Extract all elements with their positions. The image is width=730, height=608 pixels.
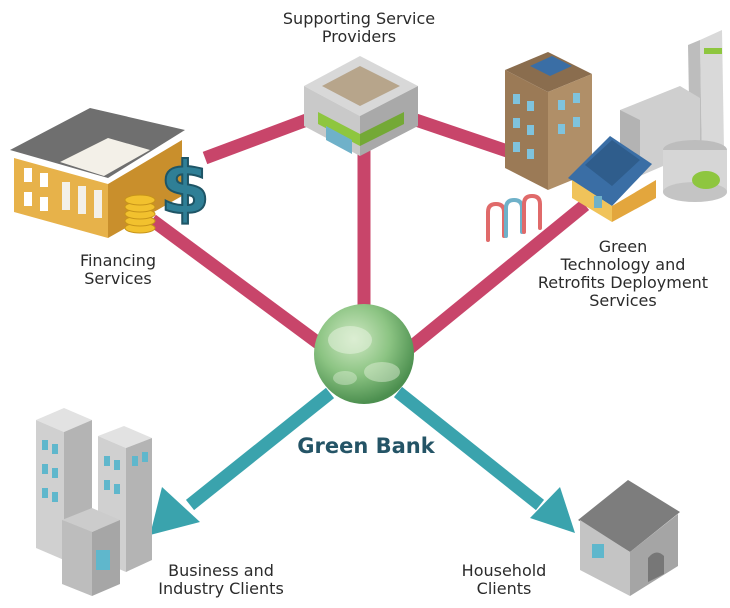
arrow-head-household: [530, 487, 575, 533]
connector-financing-supporting: [202, 111, 315, 165]
coin-stack-icon: [124, 194, 156, 234]
heat-pipe-icon: [486, 193, 542, 242]
arrow-shaft-business: [185, 387, 335, 511]
connector-greentech-center: [400, 199, 590, 358]
supporting-label-line-1: Supporting Service: [282, 9, 436, 28]
green-bank-label: Green Bank: [297, 434, 435, 458]
greentech-label-line-4: Services: [589, 291, 657, 310]
arrows: [150, 386, 575, 535]
connector-financing-center: [148, 214, 329, 354]
business-industry-clients-label: Business and Industry Clients: [136, 562, 306, 598]
business-label-line-2: Industry Clients: [158, 579, 284, 598]
supporting-service-providers-label: Supporting Service Providers: [254, 10, 464, 46]
arrow-head-business: [150, 487, 200, 535]
greentech-label-line-3: Retrofits Deployment: [537, 273, 709, 292]
business-label-line-1: Business and: [168, 561, 274, 580]
green-bank-globe: [314, 304, 414, 404]
financing-services-label: Financing Services: [58, 252, 178, 288]
dollar-sign-icon: $: [159, 145, 211, 231]
apartment-building-icon: [505, 52, 592, 190]
connector-supporting-greentech: [407, 111, 513, 159]
green-technology-label: Green Technology and Retrofits Deploymen…: [518, 238, 728, 310]
household-clients-label: Household Clients: [454, 562, 554, 598]
financing-label-line-1: Financing: [79, 251, 157, 270]
household-label-line-1: Household: [461, 561, 547, 580]
house-icon: [578, 480, 680, 596]
storage-tank-leaf-icon: [663, 140, 727, 202]
office-buildings-icon: [36, 408, 152, 596]
household-label-line-2: Clients: [476, 579, 532, 598]
supporting-label-line-2: Providers: [321, 27, 397, 46]
greentech-label-line-2: Technology and: [560, 255, 686, 274]
house-solar-icon: [568, 136, 656, 222]
arrow-shaft-household: [393, 386, 545, 511]
greentech-label-line-1: Green: [598, 237, 648, 256]
financing-label-line-2: Services: [84, 269, 152, 288]
svg-text:$: $: [160, 146, 210, 230]
supporting-provider-building-icon: [304, 56, 418, 156]
connector-lines: [148, 111, 590, 358]
